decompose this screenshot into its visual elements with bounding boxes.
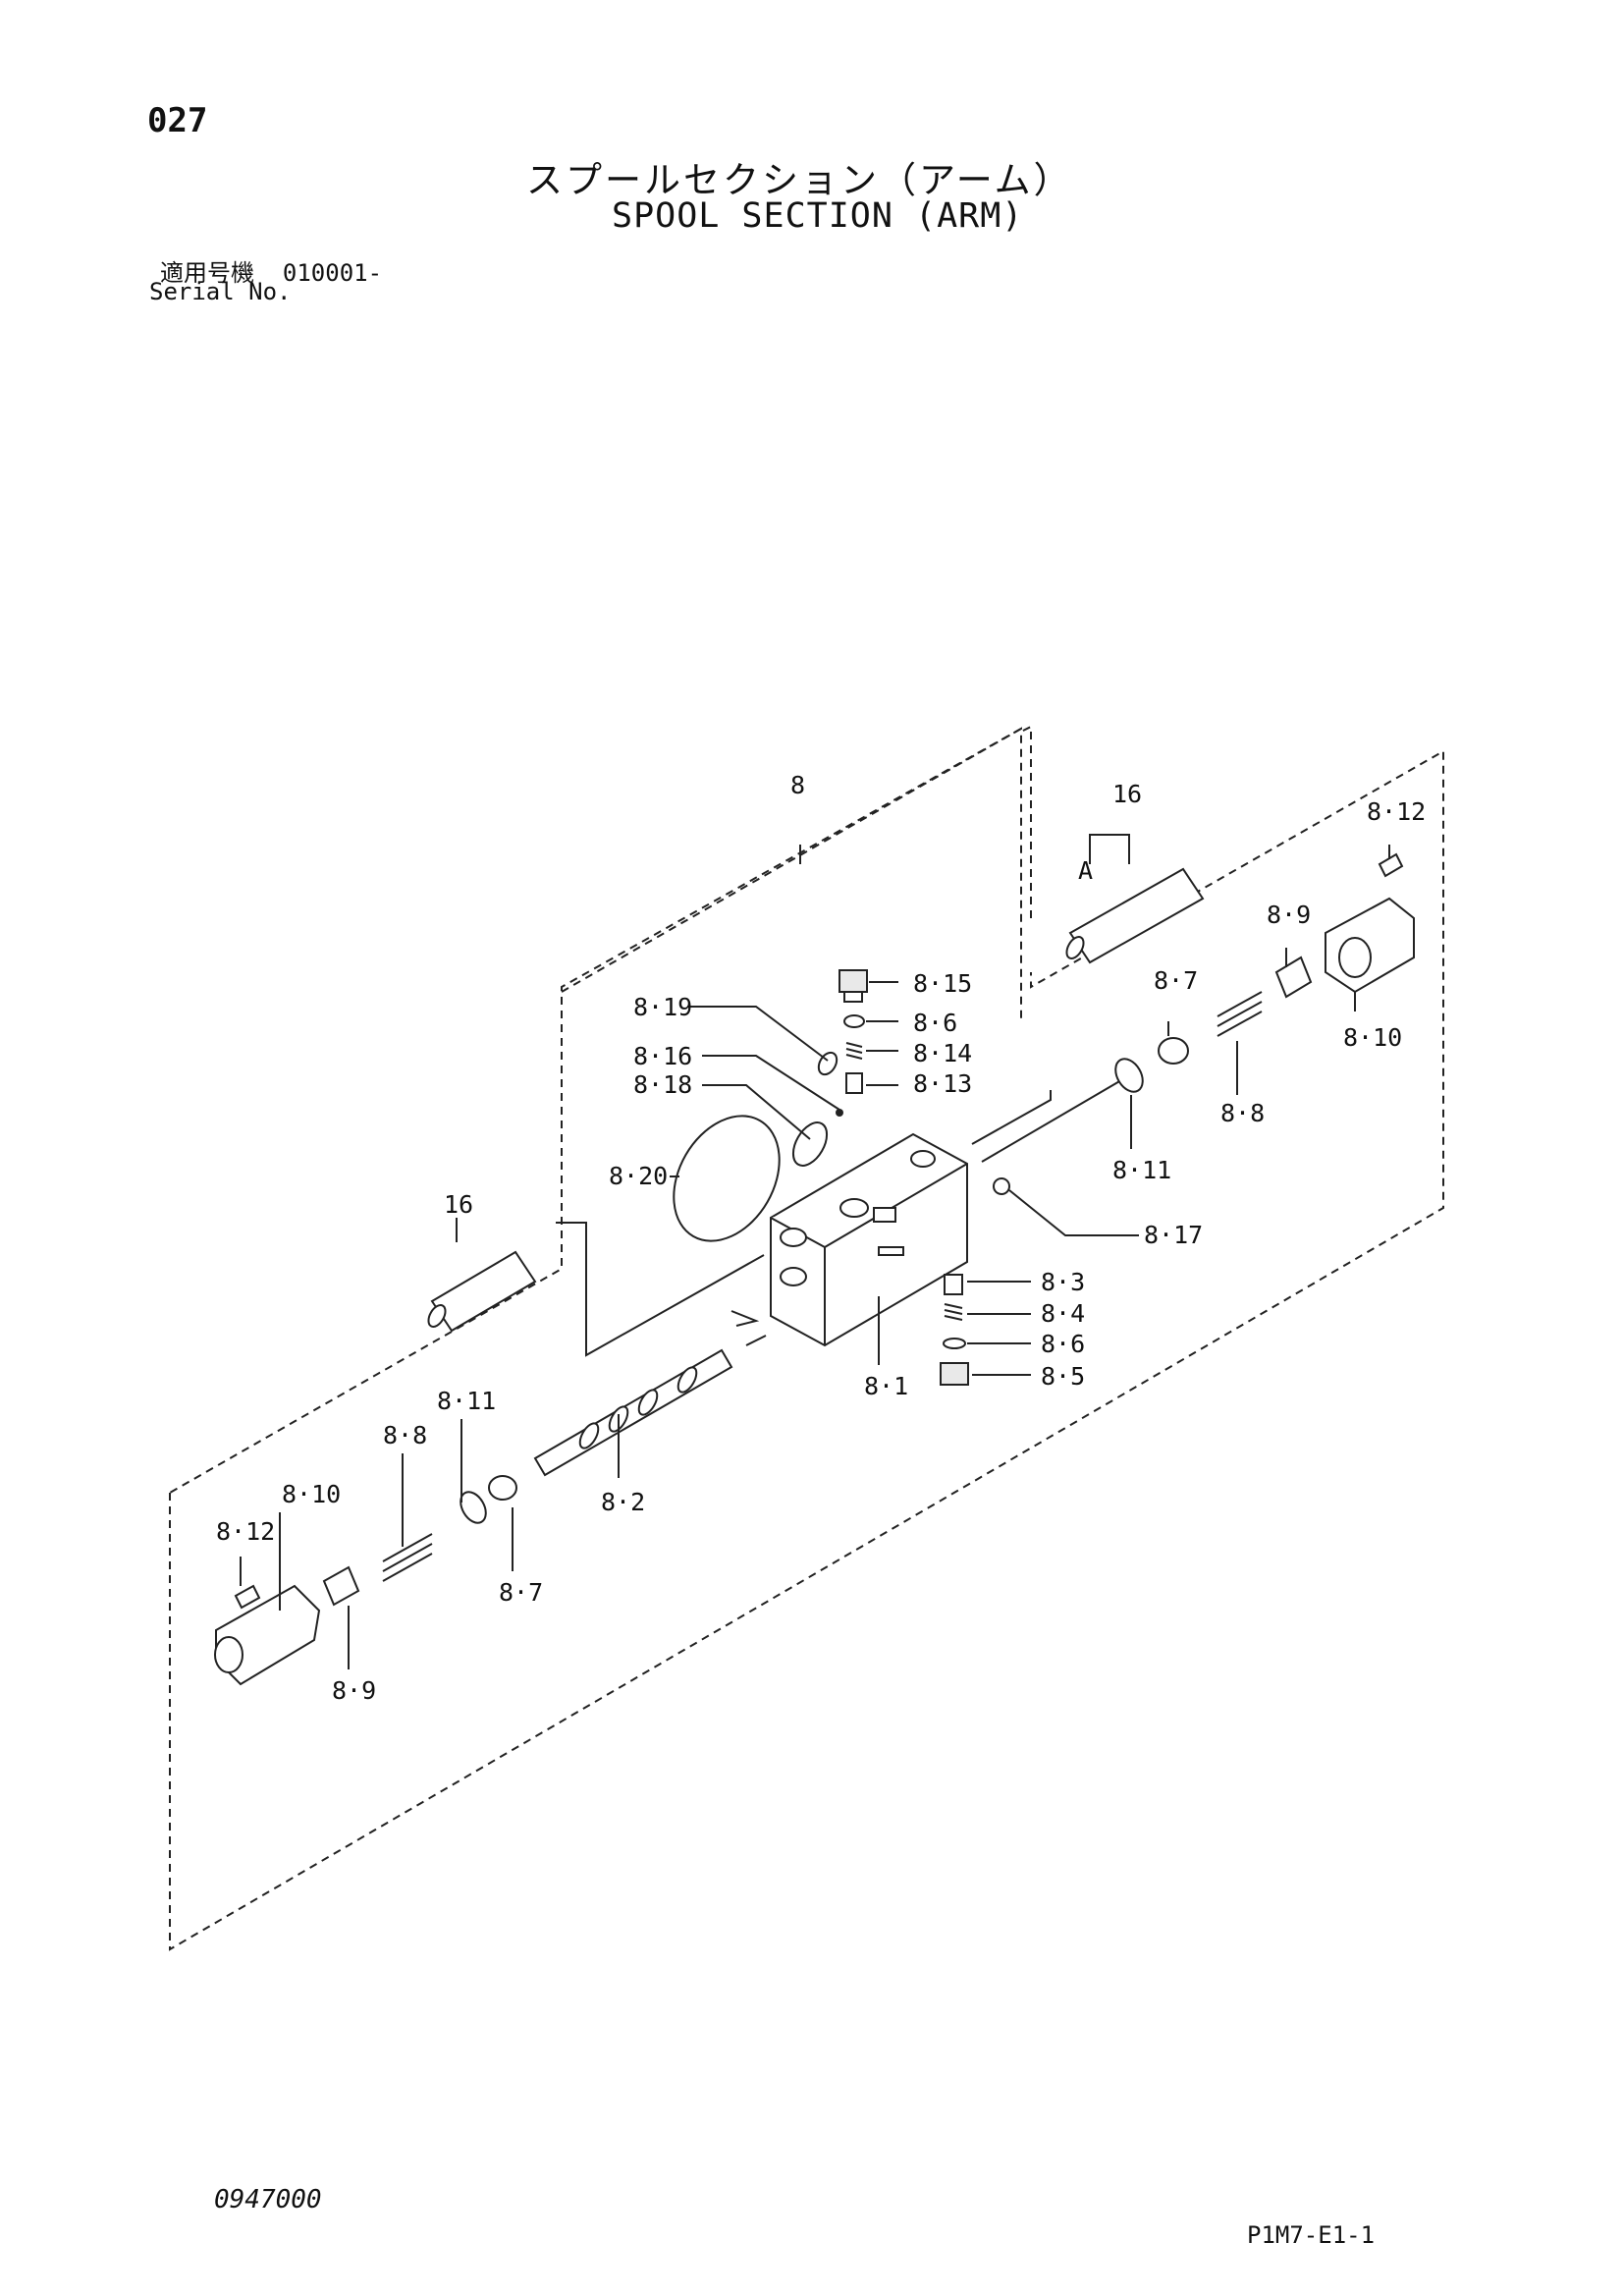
page-title-english: SPOOL SECTION (ARM) xyxy=(612,196,1024,236)
alignment-line-right xyxy=(971,1090,1052,1145)
valve-housing-8-1 xyxy=(770,1132,968,1347)
serial-line-japanese: 適用号機 010001- xyxy=(160,253,382,288)
cartridge-16-left xyxy=(427,1250,537,1333)
spring-seat-8-7-right xyxy=(1158,1037,1189,1065)
callout-16-top: 16 xyxy=(1112,780,1142,808)
callout-8-13: 8·13 xyxy=(913,1069,972,1098)
callout-8-1: 8·1 xyxy=(864,1372,908,1400)
serial-label-japanese: 適用号機 xyxy=(160,259,254,287)
spring-seat-8-9-left xyxy=(322,1565,360,1607)
plug-8-5 xyxy=(940,1362,969,1386)
callout-8-3: 8·3 xyxy=(1041,1268,1085,1296)
o-ring-8-6-bottom xyxy=(943,1338,966,1349)
callout-8-6-top: 8·6 xyxy=(913,1009,957,1037)
spring-8-8-right xyxy=(1217,991,1263,1037)
o-ring-8-11-right xyxy=(1114,1058,1144,1093)
spring-seat-8-7-left xyxy=(488,1475,517,1501)
callout-8-12-bottom: 8·12 xyxy=(216,1517,275,1546)
screw-8-12-left xyxy=(234,1584,261,1610)
spring-8-8-left xyxy=(382,1533,433,1582)
callout-8-7-bottom: 8·7 xyxy=(499,1578,543,1607)
ball-8-16 xyxy=(836,1109,843,1117)
callout-16-left: 16 xyxy=(444,1190,473,1219)
callout-8-15: 8·15 xyxy=(913,969,972,998)
callout-8-11-bottom: 8·11 xyxy=(437,1387,496,1415)
page-title-japanese: スプールセクション（アーム） xyxy=(526,159,1073,201)
alignment-line-left xyxy=(556,1222,765,1357)
callout-8-14: 8·14 xyxy=(913,1039,972,1067)
callout-8-10-top: 8·10 xyxy=(1343,1023,1402,1052)
callout-8-2: 8·2 xyxy=(601,1488,645,1516)
o-ring-8-6-top xyxy=(843,1014,865,1028)
callout-8-9-top: 8·9 xyxy=(1267,901,1311,929)
screw-8-12-right xyxy=(1378,852,1404,878)
spring-seat-8-9-right xyxy=(1274,956,1313,999)
callout-8-10-bottom: 8·10 xyxy=(282,1480,341,1508)
cover-8-10-left xyxy=(214,1584,321,1686)
poppet-8-3 xyxy=(944,1274,963,1295)
callout-8-18: 8·18 xyxy=(633,1070,692,1099)
callout-8-6-bottom: 8·6 xyxy=(1041,1330,1085,1358)
o-ring-8-11-left xyxy=(460,1491,487,1524)
assembly-boundary-8 xyxy=(169,725,1444,1951)
top-boundary-8 xyxy=(561,727,1022,1019)
callout-8-11-top: 8·11 xyxy=(1112,1156,1171,1184)
callout-8-16: 8·16 xyxy=(633,1042,692,1070)
callout-8-8-bottom: 8·8 xyxy=(383,1421,427,1449)
callout-8-7-top: 8·7 xyxy=(1154,966,1198,995)
callout-8-17: 8·17 xyxy=(1144,1221,1203,1249)
page-number: 027 xyxy=(147,101,208,140)
serial-label-english: Serial No. xyxy=(149,278,292,305)
plug-8-15 xyxy=(839,969,868,1003)
callout-8-20: 8·20 xyxy=(609,1162,668,1190)
callout-8-12-top: 8·12 xyxy=(1367,797,1426,826)
large-seal-8-20 xyxy=(673,1115,781,1242)
callout-8: 8 xyxy=(790,771,805,799)
alignment-line-valve-right xyxy=(981,1079,1122,1163)
callout-8-9-bottom: 8·9 xyxy=(332,1676,376,1705)
cover-8-10-right xyxy=(1325,897,1415,994)
callout-8-19: 8·19 xyxy=(633,993,692,1021)
callout-8-4: 8·4 xyxy=(1041,1299,1085,1328)
callout-a: A xyxy=(1078,856,1093,885)
housing-side-marks xyxy=(730,1310,767,1346)
callout-leaders xyxy=(240,834,1390,1669)
callout-8-8-top: 8·8 xyxy=(1220,1099,1265,1127)
callout-8-5: 8·5 xyxy=(1041,1362,1085,1391)
serial-value: 010001- xyxy=(282,259,383,287)
footer-reference: P1M7-E1-1 xyxy=(1247,2221,1376,2249)
poppet-8-13 xyxy=(845,1072,863,1094)
spool-8-2 xyxy=(533,1348,733,1477)
plug-8-17 xyxy=(993,1177,1010,1195)
footer-code: 0947000 xyxy=(214,2185,322,2214)
spring-8-4 xyxy=(944,1303,963,1321)
cartridge-16-right xyxy=(1065,867,1205,964)
spring-8-14 xyxy=(845,1042,863,1060)
